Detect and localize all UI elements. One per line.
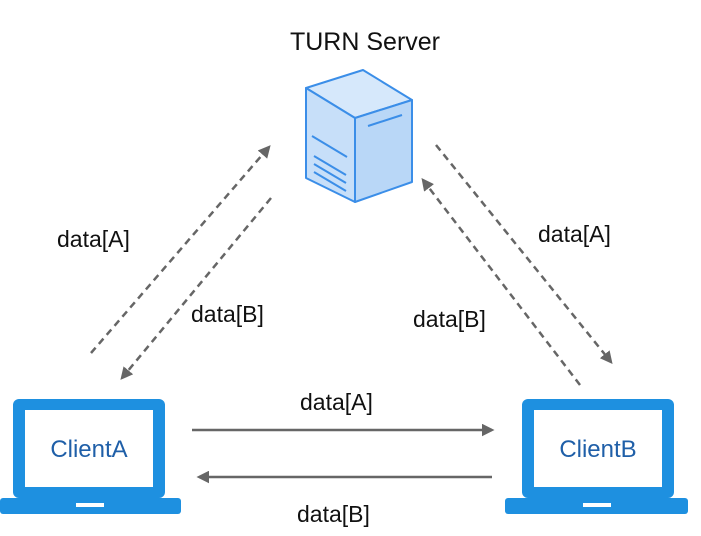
client-a-label: ClientA (50, 436, 127, 463)
client-b-label: ClientB (559, 436, 636, 463)
label-a-to-b: data[A] (300, 389, 373, 415)
label-server-to-b: data[A] (538, 221, 611, 247)
arrow-server-to-client-b (435, 144, 613, 364)
arrow-client-a-to-server (90, 145, 271, 354)
label-a-to-server: data[A] (57, 226, 130, 252)
arrow-client-b-to-server (421, 178, 581, 386)
server-title: TURN Server (290, 28, 440, 56)
client-b-laptop-icon (505, 399, 688, 514)
label-b-to-server: data[B] (413, 306, 486, 332)
label-b-to-a: data[B] (297, 501, 370, 527)
label-server-to-a: data[B] (191, 301, 264, 327)
client-a-laptop-icon (0, 399, 181, 514)
server-icon (305, 69, 413, 203)
arrow-server-to-client-a (120, 197, 272, 380)
